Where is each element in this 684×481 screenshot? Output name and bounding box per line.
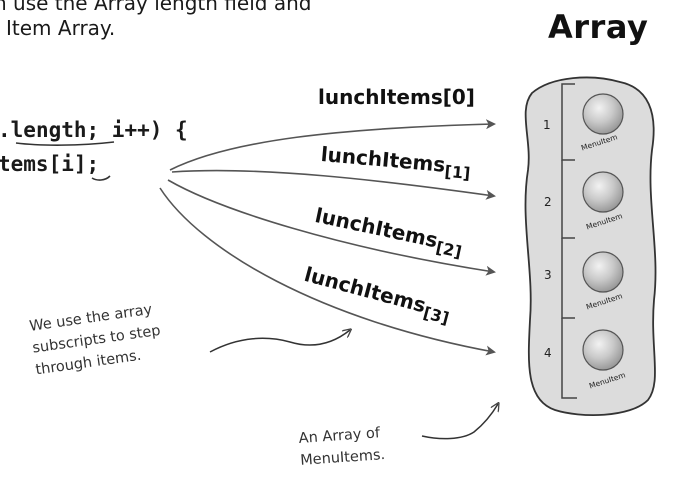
intro-text-line-2: Item Array. <box>6 16 116 40</box>
code-line-1-rest: ; i++) { <box>86 118 188 142</box>
code-index-variable: i <box>61 152 74 176</box>
array-title: Array <box>548 8 649 46</box>
code-line-2: tems[i]; <box>0 152 99 176</box>
arrow-lunchitems-3 <box>159 187 496 356</box>
intro-text-line-1: n use the Array length field and <box>0 0 312 15</box>
note-array-of-arrow <box>421 404 498 440</box>
menu-item-balls <box>582 93 624 371</box>
code-line-2-prefix: tems[ <box>0 152 62 176</box>
note-subscripts-arrow <box>209 330 350 353</box>
label-subscript: [1] <box>443 161 472 184</box>
subscript-arrows <box>159 119 496 356</box>
code-line-2-rest: ]; <box>73 152 100 176</box>
label-subscript: [0] <box>442 85 475 109</box>
arrow-lunchitems-0 <box>169 119 496 171</box>
slot-number-3: 3 <box>544 268 552 282</box>
code-length-keyword: length <box>10 118 87 142</box>
label-lunchitems-0: lunchItems[0] <box>318 85 475 109</box>
code-line-1: .length; i++) { <box>0 118 188 142</box>
array-slot-brackets <box>561 83 577 399</box>
slot-number-1: 1 <box>543 118 551 132</box>
arrow-lunchitems-1 <box>171 169 496 200</box>
code-underline-i <box>91 175 111 181</box>
array-blob <box>524 76 657 416</box>
note-array-of: An Array of MenuItems. <box>298 425 386 469</box>
code-line-1-prefix: . <box>0 118 11 142</box>
arrow-lunchitems-2 <box>167 179 496 276</box>
code-underline-length <box>15 141 115 146</box>
slot-number-2: 2 <box>544 195 552 209</box>
label-base: lunchItems <box>318 85 443 109</box>
slot-number-4: 4 <box>544 346 552 360</box>
